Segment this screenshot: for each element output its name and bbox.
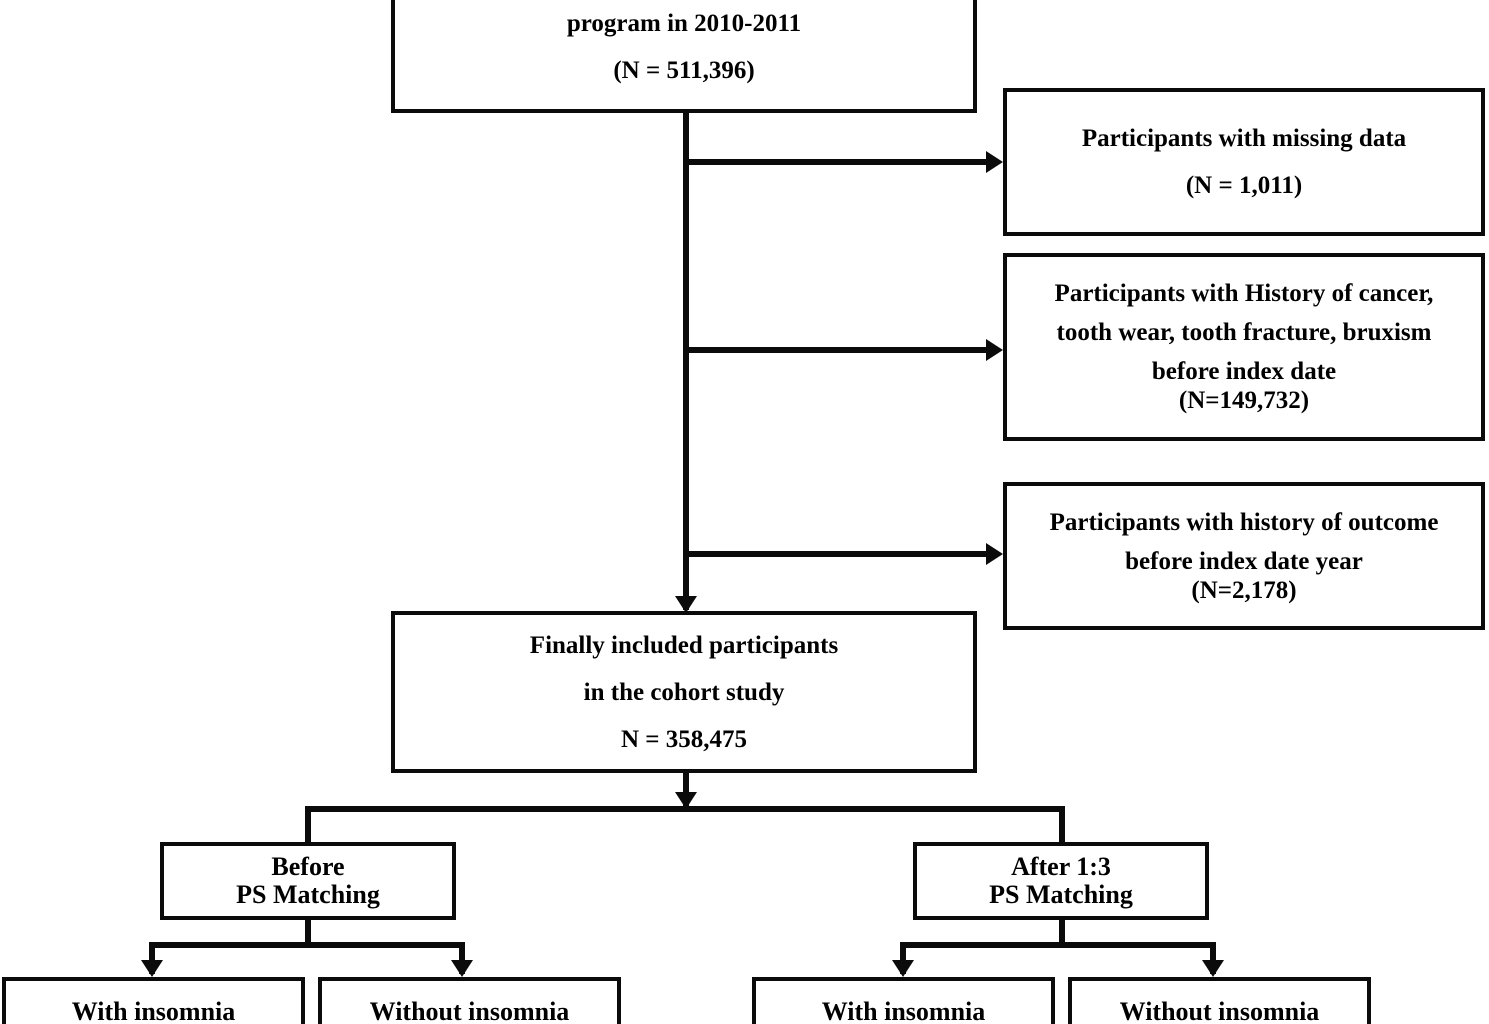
before-ps-split-left-drop	[149, 942, 155, 974]
final-cohort-line-1: Finally included participants	[529, 631, 839, 659]
main-spine-line	[683, 113, 689, 610]
after-ps-matching-line-2: PS Matching	[989, 880, 1133, 909]
ps-matching-split-left-drop	[305, 806, 311, 844]
final-cohort-line-2: in the cohort study	[583, 678, 785, 706]
after-with-insomnia-arrowhead	[892, 960, 914, 977]
source-population-box: program in 2010-2011 (N = 511,396)	[391, 0, 977, 113]
exclusion-history-conditions-line-2: tooth wear, tooth fracture, bruxism	[1056, 319, 1432, 346]
main-spine-arrowhead	[675, 596, 697, 613]
final-cohort-down-arrowhead	[675, 792, 697, 809]
exclusion-missing-data-line-2: (N = 1,011)	[1185, 172, 1303, 199]
after-without-insomnia-label: Without insomnia	[1119, 997, 1320, 1024]
exclusion-history-outcome-line-3: (N=2,178)	[1191, 576, 1297, 604]
branch-history-conditions-arrowhead	[986, 339, 1003, 361]
exclusion-missing-data-box: Participants with missing data (N = 1,01…	[1003, 88, 1485, 236]
branch-missing-data-arrowhead	[986, 151, 1003, 173]
ps-matching-split-right-drop	[1059, 806, 1065, 844]
before-without-insomnia-box: Without insomnia	[318, 977, 621, 1024]
before-with-insomnia-arrowhead	[141, 960, 163, 977]
before-ps-matching-line-2: PS Matching	[236, 880, 380, 909]
exclusion-missing-data-line-1: Participants with missing data	[1081, 125, 1407, 152]
exclusion-history-conditions-line-4: (N=149,732)	[1178, 387, 1310, 414]
after-ps-matching-line-1: After 1:3	[1011, 852, 1111, 881]
after-ps-matching-box: After 1:3 PS Matching	[913, 842, 1209, 920]
before-with-insomnia-label: With insomnia	[71, 997, 236, 1024]
ps-matching-split-bar	[305, 806, 1065, 812]
before-ps-down-stem	[305, 920, 311, 948]
source-population-line-1: program in 2010-2011	[566, 10, 802, 37]
after-ps-split-right-drop	[1210, 942, 1216, 974]
before-ps-split-right-drop	[459, 942, 465, 974]
final-cohort-box: Finally included participants in the coh…	[391, 611, 977, 773]
before-without-insomnia-label: Without insomnia	[369, 997, 570, 1024]
after-without-insomnia-arrowhead	[1202, 960, 1224, 977]
before-ps-split-bar	[152, 942, 465, 948]
final-cohort-line-3: N = 358,475	[620, 725, 748, 753]
exclusion-history-conditions-line-1: Participants with History of cancer,	[1054, 280, 1434, 307]
exclusion-history-outcome-line-2: before index date year	[1125, 547, 1363, 575]
after-ps-split-bar	[903, 942, 1216, 948]
after-with-insomnia-label: With insomnia	[821, 997, 986, 1024]
before-ps-matching-box: Before PS Matching	[160, 842, 456, 920]
branch-missing-data-line	[683, 159, 986, 165]
exclusion-history-conditions-line-3: before index date	[1151, 358, 1337, 385]
after-without-insomnia-box: Without insomnia	[1068, 977, 1371, 1024]
after-ps-down-stem	[1059, 920, 1065, 948]
exclusion-history-outcome-box: Participants with history of outcome bef…	[1003, 482, 1485, 630]
source-population-line-2: (N = 511,396)	[613, 57, 755, 84]
branch-history-outcome-line	[683, 551, 986, 557]
before-with-insomnia-box: With insomnia	[2, 977, 305, 1024]
after-with-insomnia-box: With insomnia	[752, 977, 1055, 1024]
exclusion-history-conditions-box: Participants with History of cancer, too…	[1003, 253, 1485, 441]
before-ps-matching-line-1: Before	[271, 852, 345, 881]
before-without-insomnia-arrowhead	[451, 960, 473, 977]
after-ps-split-left-drop	[900, 942, 906, 974]
branch-history-outcome-arrowhead	[986, 543, 1003, 565]
final-cohort-down-stem	[683, 773, 689, 809]
branch-history-conditions-line	[683, 347, 986, 353]
exclusion-history-outcome-line-1: Participants with history of outcome	[1049, 508, 1439, 536]
